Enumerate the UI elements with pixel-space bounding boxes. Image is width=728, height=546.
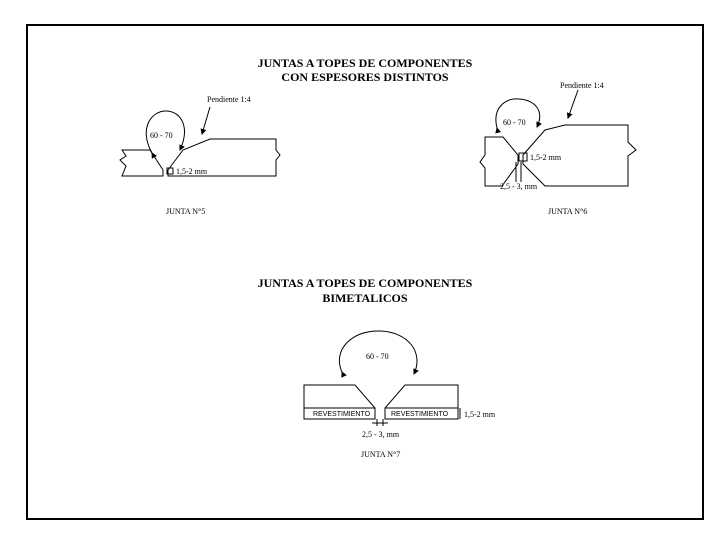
joint6-root-label: 2,5 - 3, mm	[500, 182, 538, 191]
joint6-drawing	[479, 89, 637, 187]
joint5-gap-label: 1,5-2 mm	[176, 167, 208, 176]
joint7-root-label: 2,5 - 3, mm	[362, 430, 400, 439]
joint5-angle-label: 60 - 70	[150, 131, 173, 140]
joint6-angle-label: 60 - 70	[503, 118, 526, 127]
joint7-name: JUNTA N°7	[361, 450, 401, 459]
joint6-gap-label: 1,5-2 mm	[530, 153, 562, 162]
joint5-drawing	[119, 106, 281, 177]
joint6-slope-label: Pendiente 1:4	[560, 81, 604, 90]
joint7-gap-label: 1,5-2 mm	[464, 410, 496, 419]
joint7-drawing	[303, 330, 461, 426]
section1-title-line2: CON ESPESORES DISTINTOS	[281, 70, 449, 84]
joint7-cladding-right-label: REVESTIMIENTO	[391, 411, 449, 418]
section2-title-line1: JUNTAS A TOPES DE COMPONENTES	[257, 276, 473, 290]
joint5-slope-label: Pendiente 1:4	[207, 95, 251, 104]
section2-title-line2: BIMETALICOS	[322, 291, 408, 305]
drawing-frame	[26, 24, 704, 520]
joint7-angle-label: 60 - 70	[366, 352, 389, 361]
joint6-name: JUNTA N°6	[548, 207, 588, 216]
section1-title-line1: JUNTAS A TOPES DE COMPONENTES	[257, 56, 473, 70]
joint5-name: JUNTA N°5	[166, 207, 206, 216]
joint7-cladding-left-label: REVESTIMIENTO	[313, 411, 371, 418]
